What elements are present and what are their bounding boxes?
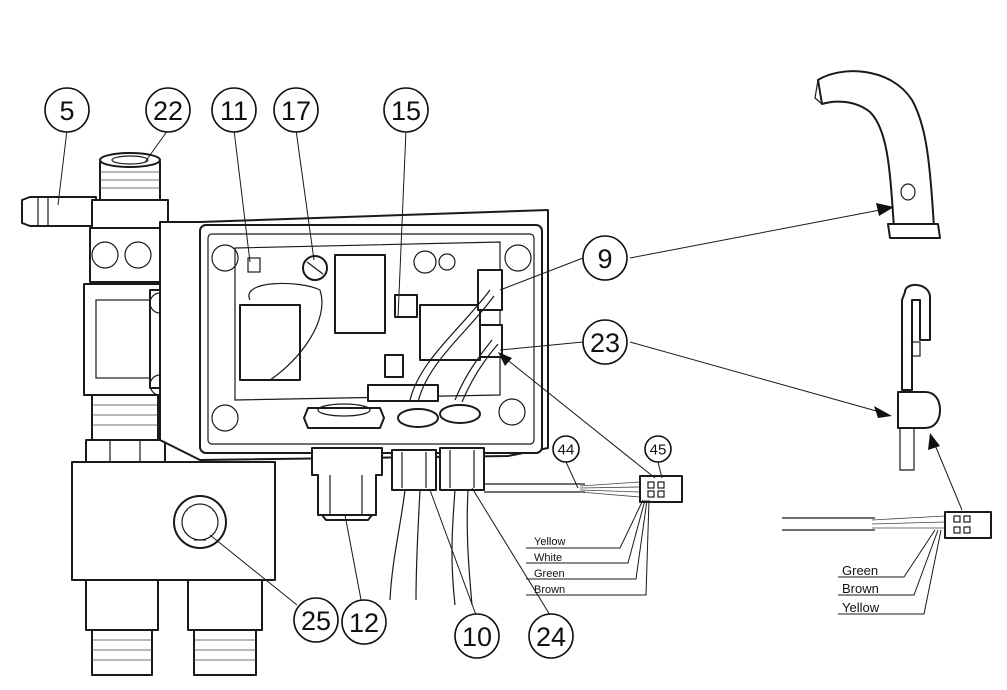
wire-label-white: White	[534, 552, 562, 564]
cable-glands-10-24	[389, 447, 585, 606]
callout-5: 5	[44, 87, 90, 133]
right-inlet-connector	[187, 579, 263, 631]
svg-text:24: 24	[536, 622, 566, 652]
control-box	[159, 209, 549, 461]
faucet-illustration	[814, 70, 941, 239]
wire-label-brown: Brown	[534, 584, 565, 596]
svg-text:9: 9	[597, 244, 612, 274]
svg-text:44: 44	[558, 442, 575, 459]
wire-label-yellow: Yellow	[534, 536, 565, 548]
svg-text:22: 22	[153, 96, 183, 126]
callout-45: 45	[644, 435, 672, 463]
callout-10: 10	[454, 613, 500, 659]
callout-17: 17	[273, 87, 319, 133]
callout-44: 44	[552, 435, 580, 463]
svg-text:15: 15	[391, 96, 421, 126]
svg-text:23: 23	[590, 328, 620, 358]
valve-assembly	[21, 152, 276, 676]
leader-lines	[57, 129, 663, 616]
connector-right	[782, 511, 992, 539]
callout-24: 24	[528, 613, 574, 659]
arrows	[498, 203, 963, 511]
wire-label-yellow-right: Yellow	[842, 600, 880, 615]
svg-text:11: 11	[220, 96, 248, 126]
wire-label-green: Green	[534, 568, 565, 580]
svg-text:10: 10	[462, 622, 492, 652]
callout-23: 23	[582, 319, 628, 365]
callout-22: 22	[145, 87, 191, 133]
callout-15: 15	[383, 87, 429, 133]
svg-text:45: 45	[650, 442, 667, 459]
wire-labels-right: Green Brown Yellow	[838, 529, 942, 615]
callout-11: 11	[211, 87, 257, 133]
cable-gland-12	[311, 447, 383, 521]
callouts: 5 22 11 17 15 9 23 44	[44, 87, 672, 659]
hand-shower-illustration	[897, 284, 941, 471]
svg-text:5: 5	[59, 96, 74, 126]
callout-12: 12	[341, 599, 387, 645]
svg-text:25: 25	[301, 606, 331, 636]
callout-9: 9	[582, 235, 628, 281]
callout-25: 25	[293, 597, 339, 643]
connector-44-45	[579, 475, 683, 503]
left-inlet-connector	[85, 579, 159, 631]
svg-text:17: 17	[281, 96, 311, 126]
wire-label-brown-right: Brown	[842, 581, 879, 596]
svg-text:12: 12	[349, 608, 379, 638]
wire-label-green-right: Green	[842, 563, 878, 578]
circuit-board	[234, 241, 501, 401]
hose-barb	[21, 196, 97, 227]
wire-labels-left: Yellow White Green Brown	[526, 499, 650, 596]
